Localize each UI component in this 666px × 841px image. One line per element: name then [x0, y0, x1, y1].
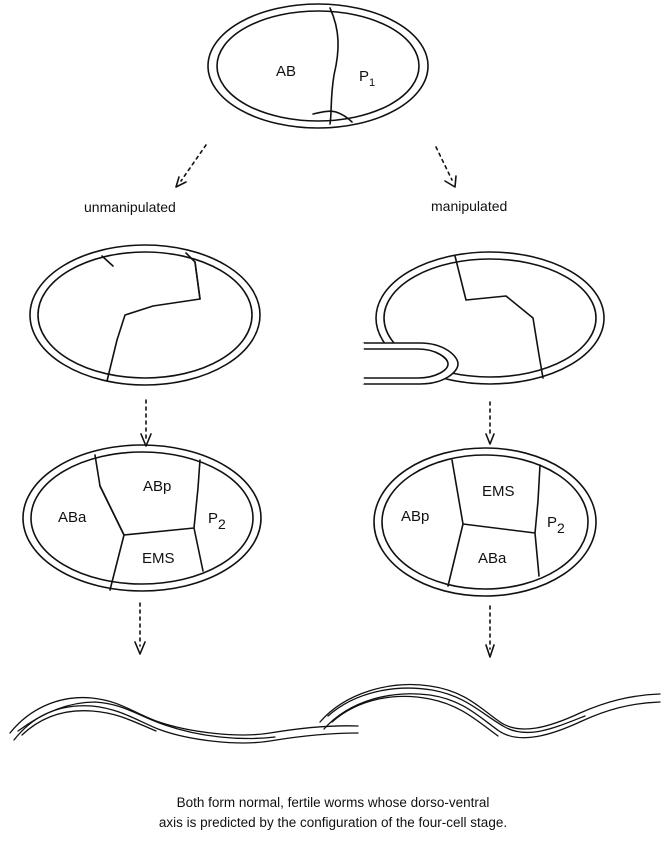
label-left-left: ABa	[58, 509, 87, 526]
eggshell-inner	[217, 11, 419, 121]
label-left-top: ABp	[143, 478, 171, 495]
label-ab: AB	[276, 63, 296, 80]
label-left-right-sub: 2	[218, 516, 226, 532]
label-p1-main: P	[359, 68, 369, 85]
cell-boundaries	[95, 455, 203, 590]
label-p1-sub: 1	[369, 77, 375, 89]
two-cell-embryo	[208, 4, 428, 128]
label-left-bottom: EMS	[142, 550, 175, 567]
cell-boundaries	[102, 253, 200, 381]
label-right-right: P2	[547, 514, 565, 536]
arrow-to-manipulated	[436, 147, 456, 187]
unmanipulated-embryo	[30, 245, 260, 385]
arrow-right-middle	[486, 402, 494, 444]
label-manipulated: manipulated	[431, 198, 507, 214]
label-left-right-main: P	[208, 510, 218, 527]
cleavage-furrow	[330, 8, 338, 124]
worm-right	[320, 685, 660, 738]
label-left-right: P2	[208, 510, 226, 532]
cell-boundaries	[448, 460, 540, 586]
label-p1: P1	[359, 68, 375, 89]
eggshell-outer	[208, 4, 428, 128]
label-right-bottom: ABa	[478, 550, 507, 567]
arrow-left-middle	[141, 400, 151, 446]
label-right-right-main: P	[547, 514, 557, 531]
eggshell-inner	[38, 252, 252, 378]
eggshell-outer	[30, 245, 260, 385]
label-right-top: EMS	[482, 483, 515, 500]
caption-line-2: axis is predicted by the configuration o…	[0, 815, 666, 830]
cell-boundaries	[455, 256, 543, 378]
label-right-left: ABp	[401, 508, 429, 525]
caption-line-1: Both form normal, fertile worms whose do…	[0, 795, 666, 810]
worm-left	[10, 698, 358, 743]
arrow-right-bottom	[486, 606, 494, 657]
micropipette	[363, 343, 458, 384]
label-right-right-sub: 2	[557, 520, 565, 536]
arrow-left-bottom	[135, 603, 145, 654]
arrow-to-unmanipulated	[176, 145, 206, 187]
label-unmanipulated: unmanipulated	[84, 199, 176, 215]
